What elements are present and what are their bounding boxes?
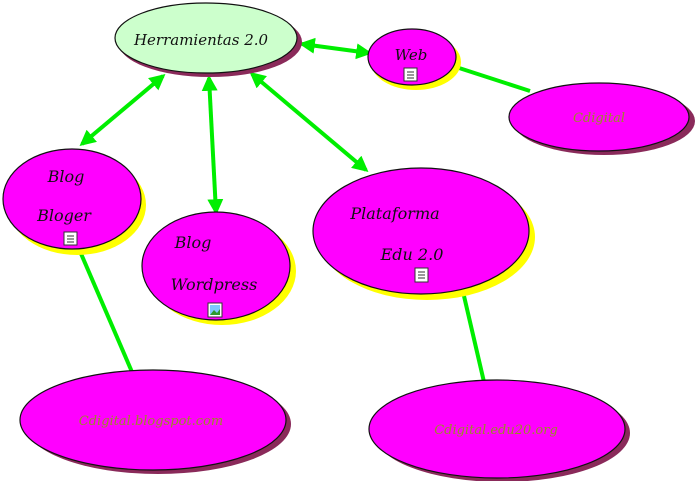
line-bloger-link bbox=[77, 248, 134, 373]
image-icon[interactable] bbox=[207, 302, 223, 318]
web-node-label: Web bbox=[395, 46, 428, 64]
document-icon[interactable] bbox=[403, 67, 418, 82]
blog-bloger-line2: Bloger bbox=[36, 206, 92, 225]
blog-link-label: Cdigital.blogspot.com bbox=[79, 414, 223, 429]
arrow-root-plataforma bbox=[249, 71, 369, 173]
plataforma-line1: Plataforma bbox=[349, 204, 439, 223]
blog-bloger-node[interactable]: Blog Bloger bbox=[2, 148, 146, 255]
blog-link-node[interactable]: Cdigital.blogspot.com bbox=[19, 369, 291, 474]
arrow-root-blog-bloger bbox=[79, 73, 166, 147]
root-node[interactable]: Herramientas 2.0 bbox=[114, 2, 302, 77]
root-node-label: Herramientas 2.0 bbox=[133, 31, 269, 49]
plataforma-link-label: Cdigital.edu20.org bbox=[434, 423, 558, 438]
blog-bloger-line1: Blog bbox=[47, 167, 85, 186]
plataforma-line2: Edu 2.0 bbox=[380, 245, 444, 264]
web-link-label: Cdigital bbox=[573, 111, 625, 126]
plataforma-link-node[interactable]: Cdigital.edu20.org bbox=[368, 379, 630, 481]
blog-wordpress-line2: Wordpress bbox=[171, 275, 258, 294]
arrow-root-blog-wordpress bbox=[201, 74, 224, 216]
line-web-link bbox=[455, 65, 531, 93]
blog-wordpress-line1: Blog bbox=[174, 233, 212, 252]
connectors bbox=[77, 37, 531, 383]
document-icon[interactable] bbox=[414, 267, 429, 283]
arrow-root-web bbox=[298, 37, 373, 60]
document-icon[interactable] bbox=[63, 231, 78, 246]
plataforma-node[interactable]: Plataforma Edu 2.0 bbox=[312, 167, 535, 300]
web-link-node[interactable]: Cdigital bbox=[508, 82, 695, 155]
line-plataforma-link bbox=[462, 295, 486, 383]
web-node[interactable]: Web bbox=[367, 28, 461, 90]
blog-wordpress-node[interactable]: Blog Wordpress bbox=[141, 211, 296, 325]
